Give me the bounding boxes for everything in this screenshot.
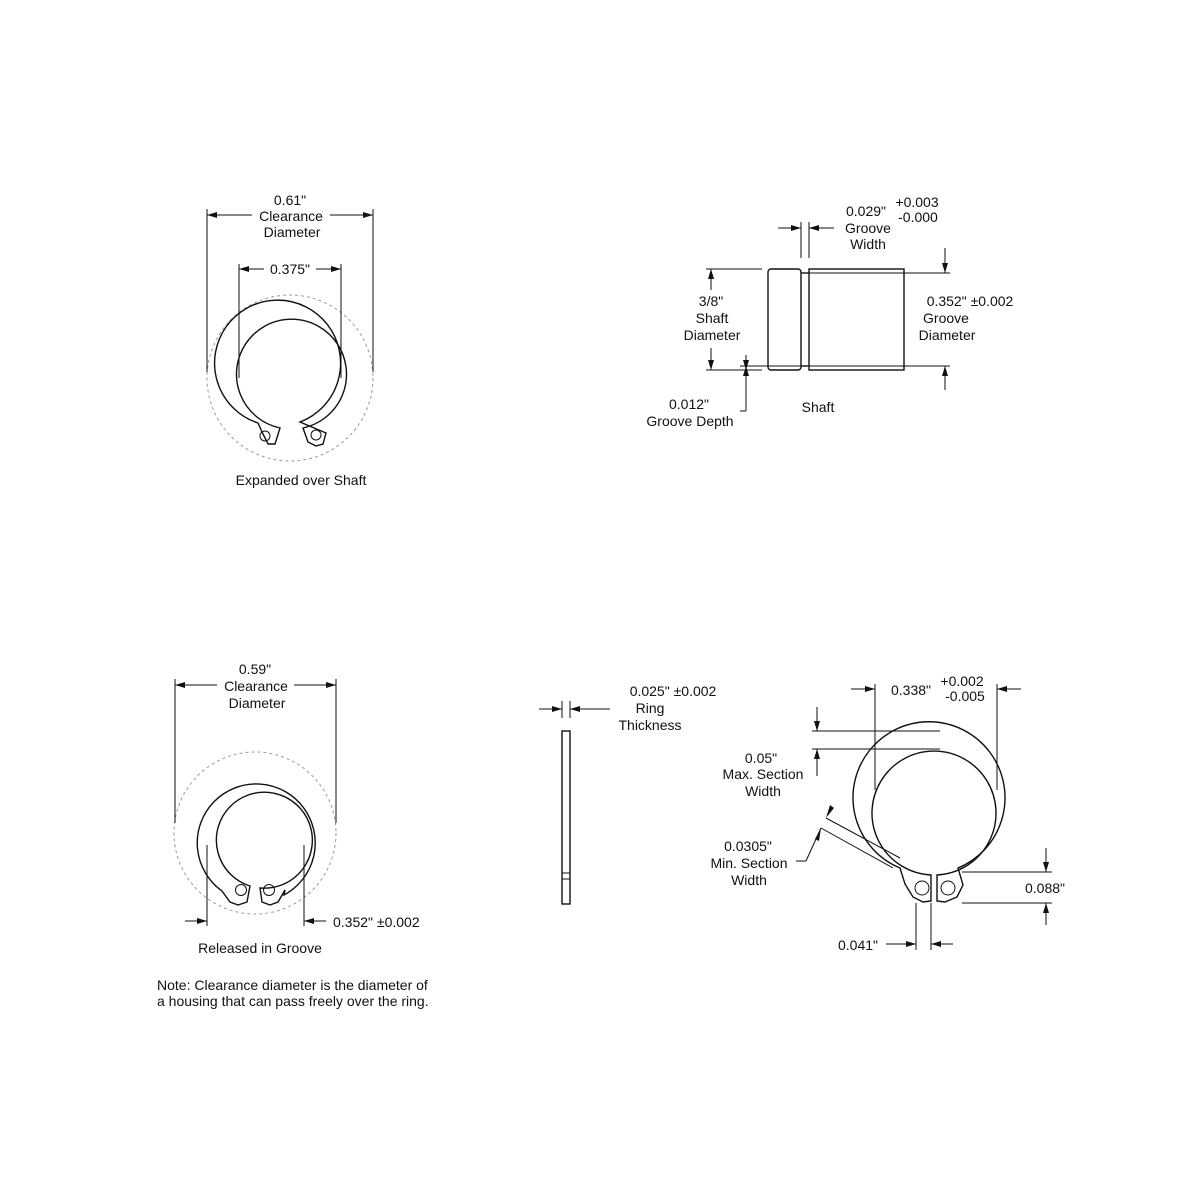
- shaft-dia-value: 3/8": [699, 293, 723, 309]
- min-section-label1: Min. Section: [710, 855, 787, 871]
- expanded-arrow-right: [363, 212, 373, 218]
- gap-arrow-right: [931, 941, 941, 947]
- shaft-dia-label2: Diameter: [684, 327, 741, 343]
- expanded-view: 0.61" Clearance Diameter 0.375" Expanded…: [206, 192, 374, 488]
- shaft-dia-arrow-top: [708, 269, 714, 279]
- min-section-value: 0.0305": [724, 838, 772, 854]
- min-section-ext-1: [825, 817, 901, 859]
- gap-value: 0.041": [838, 937, 878, 953]
- thickness-arrow-right: [570, 706, 580, 712]
- detail-left-lug-hole: [914, 880, 930, 896]
- groove-width-tol-plus: +0.003: [895, 194, 938, 210]
- expanded-inner-arrow-left: [239, 266, 249, 272]
- released-groove-arrow-right: [304, 918, 314, 924]
- note: Note: Clearance diameter is the diameter…: [157, 977, 429, 1009]
- expanded-clearance-label2: Diameter: [264, 224, 321, 240]
- expanded-clearance-circle: [206, 294, 374, 462]
- released-groove-value: 0.352" ±0.002: [333, 914, 420, 930]
- shaft-left-section: [767, 268, 802, 371]
- detail-right-lug-hole: [940, 880, 956, 896]
- groove-width-arrow-right: [809, 225, 819, 231]
- released-arrow-right: [326, 682, 336, 688]
- thickness-label1: Ring: [636, 700, 665, 716]
- lug-height-arrow-top: [1043, 862, 1049, 872]
- released-ring-outline: [196, 783, 316, 906]
- max-section-arrow-bottom: [814, 749, 820, 759]
- shaft-right-section: [808, 268, 905, 371]
- free-dia-arrow-right: [997, 686, 1007, 692]
- released-right-lug-hole: [263, 884, 275, 896]
- free-dia-value: 0.338": [891, 682, 931, 698]
- released-arrow-left: [175, 682, 185, 688]
- groove-width-label2: Width: [850, 236, 886, 252]
- groove-dia-label2: Diameter: [919, 327, 976, 343]
- shaft-dia-arrow-bottom: [708, 360, 714, 370]
- shaft-view: 0.029" +0.003 -0.000 Groove Width 3/8" S…: [646, 194, 1013, 429]
- released-clearance-label2: Diameter: [229, 695, 286, 711]
- expanded-inner-value: 0.375": [270, 261, 310, 277]
- note-line-2: a housing that can pass freely over the …: [157, 993, 429, 1009]
- released-groove-arrow-left: [197, 918, 207, 924]
- lug-height-value: 0.088": [1025, 880, 1065, 896]
- expanded-clearance-label1: Clearance: [259, 208, 323, 224]
- max-section-label1: Max. Section: [723, 766, 804, 782]
- groove-dia-value: 0.352" ±0.002: [927, 293, 1014, 309]
- max-section-arrow-top: [814, 721, 820, 731]
- thickness-view: 0.025" ±0.002 Ring Thickness: [539, 683, 717, 905]
- ring-side-profile: [561, 730, 571, 905]
- expanded-caption: Expanded over Shaft: [236, 472, 367, 488]
- max-section-value: 0.05": [745, 750, 777, 766]
- expanded-inner-arrow-right: [331, 266, 341, 272]
- released-clearance-label1: Clearance: [224, 678, 288, 694]
- expanded-right-lug-hole: [310, 429, 322, 441]
- released-caption: Released in Groove: [198, 940, 322, 956]
- min-section-ext-2: [820, 827, 894, 869]
- max-section-label2: Width: [745, 783, 781, 799]
- released-view: 0.59" Clearance Diameter 0.352" ±0.002 R…: [173, 661, 420, 956]
- shaft-caption: Shaft: [802, 399, 835, 415]
- free-dia-tol-minus: -0.005: [945, 688, 985, 704]
- expanded-clearance-value: 0.61": [274, 192, 306, 208]
- thickness-arrow-left: [552, 706, 562, 712]
- released-clearance-circle: [173, 751, 337, 915]
- note-line-1: Note: Clearance diameter is the diameter…: [157, 977, 428, 993]
- free-dia-arrow-left: [865, 686, 875, 692]
- thickness-value: 0.025" ±0.002: [630, 683, 717, 699]
- thickness-label2: Thickness: [618, 717, 681, 733]
- detail-ring-outline: [852, 721, 1006, 903]
- ring-detail-view: 0.338" +0.002 -0.005 0.05" Max. Section …: [710, 673, 1065, 953]
- groove-width-tol-minus: -0.000: [898, 209, 938, 225]
- groove-depth-arrow-bottom: [743, 366, 749, 376]
- released-left-lug-hole: [235, 884, 247, 896]
- groove-width-arrow-left: [791, 225, 801, 231]
- groove-depth-value: 0.012": [669, 396, 709, 412]
- min-section-arrow-upper: [826, 805, 834, 818]
- free-dia-tol-plus: +0.002: [940, 673, 983, 689]
- groove-depth-arrow-top: [743, 360, 749, 370]
- shaft-dia-label1: Shaft: [696, 310, 729, 326]
- groove-width-value: 0.029": [846, 203, 886, 219]
- gap-arrow-left: [906, 941, 916, 947]
- groove-width-label1: Groove: [845, 220, 891, 236]
- min-section-label2: Width: [731, 872, 767, 888]
- groove-depth-label: Groove Depth: [646, 413, 733, 429]
- expanded-arrow-left: [207, 212, 217, 218]
- lug-height-arrow-bottom: [1043, 903, 1049, 913]
- min-section-arrow-lower: [815, 828, 821, 841]
- groove-dia-arrow-bottom: [942, 366, 948, 376]
- groove-dia-arrow-top: [942, 263, 948, 273]
- expanded-ring-outline: [213, 299, 348, 447]
- expanded-left-lug-hole: [259, 430, 271, 442]
- groove-dia-label1: Groove: [923, 310, 969, 326]
- released-clearance-value: 0.59": [239, 661, 271, 677]
